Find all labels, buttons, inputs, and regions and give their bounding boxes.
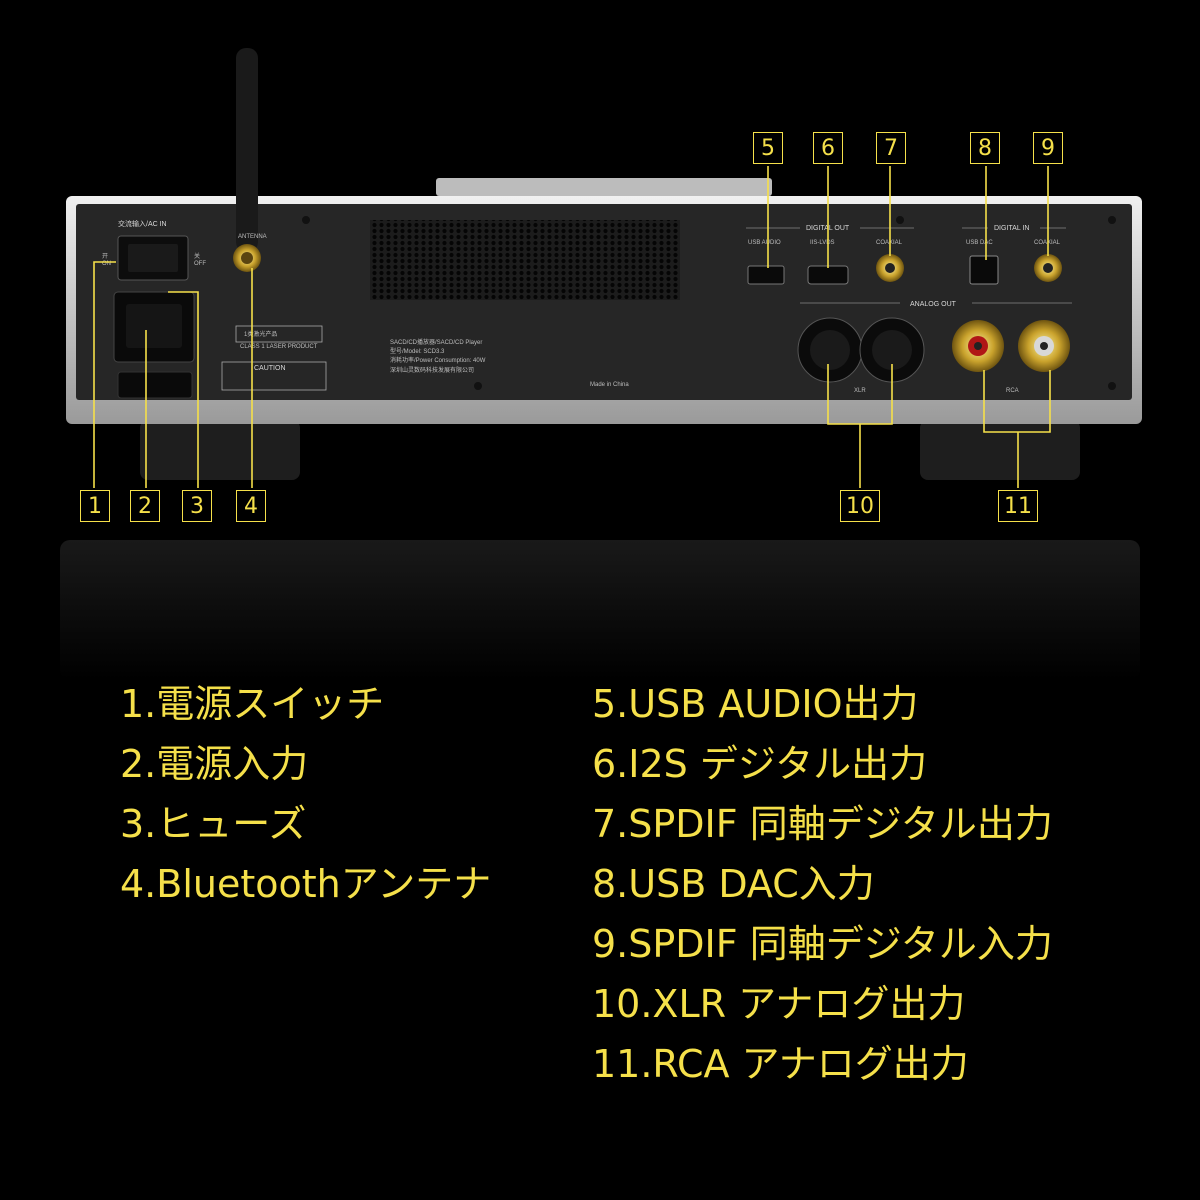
foot-left: [140, 420, 300, 480]
label-caution: CAUTION: [254, 365, 286, 372]
screw: [896, 216, 904, 224]
label-switch-off-en: OFF: [194, 261, 206, 267]
legend-item: 2.電源入力: [120, 742, 309, 786]
leader-lines: [93, 166, 1051, 488]
label-ac-in: 交流输入/AC IN: [118, 219, 167, 228]
label-usb-dac: USB DAC: [966, 240, 993, 246]
callout-11: 11: [998, 490, 1038, 522]
legend-item: 9.SPDIF 同軸デジタル入力: [592, 922, 1053, 966]
callout-5: 5: [753, 132, 783, 164]
label-maker: 深圳山灵数码科技发展有限公司: [390, 366, 474, 374]
callout-2: 2: [130, 490, 160, 522]
foot-right: [920, 420, 1080, 480]
screw: [1108, 216, 1116, 224]
label-made-in: Made in China: [590, 382, 629, 388]
callout-1: 1: [80, 490, 110, 522]
legend-item: 10.XLR アナログ出力: [592, 982, 966, 1026]
callout-6: 6: [813, 132, 843, 164]
label-iis-lvds: IIS-LVDS: [810, 240, 835, 246]
label-model-2: 型号/Model: SCD3.3: [390, 347, 445, 355]
legend-item: 6.I2S デジタル出力: [592, 742, 928, 786]
usb-dac-port: [969, 255, 999, 285]
label-model-3: 消耗功率/Power Consumption: 40W: [390, 356, 486, 364]
callout-9: 9: [1033, 132, 1063, 164]
label-model-1: SACD/CD播放器/SACD/CD Player: [390, 338, 482, 346]
legend-item: 7.SPDIF 同軸デジタル出力: [592, 802, 1053, 846]
legend-right: 5.USB AUDIO出力 6.I2S デジタル出力 7.SPDIF 同軸デジタ…: [592, 674, 1053, 1094]
label-usb-audio: USB AUDIO: [748, 240, 781, 246]
legend-item: 3.ヒューズ: [120, 802, 307, 846]
legend-item: 4.Bluetoothアンテナ: [120, 862, 492, 906]
legend-item: 1.電源スイッチ: [120, 682, 385, 726]
callout-8: 8: [970, 132, 1000, 164]
legend-left: 1.電源スイッチ 2.電源入力 3.ヒューズ 4.Bluetoothアンテナ: [120, 674, 491, 914]
vent-grille: [370, 220, 680, 300]
label-antenna: ANTENNA: [238, 234, 267, 240]
label-switch-off: 关: [194, 252, 200, 260]
hdmi-port: [807, 265, 849, 285]
label-switch-on: 开: [102, 253, 108, 260]
callout-10: 10: [840, 490, 880, 522]
top-handle: [436, 178, 772, 196]
label-analog-out: ANALOG OUT: [910, 301, 957, 308]
screw: [1108, 382, 1116, 390]
label-rca: RCA: [1006, 388, 1019, 394]
callout-4: 4: [236, 490, 266, 522]
label-laser-en: CLASS 1 LASER PRODUCT: [240, 344, 318, 350]
label-laser-cn: 1类激光产品: [244, 330, 277, 338]
legend-item: 11.RCA アナログ出力: [592, 1042, 969, 1086]
callout-7: 7: [876, 132, 906, 164]
label-digital-in: DIGITAL IN: [994, 225, 1029, 232]
floor-reflection: [60, 540, 1140, 680]
antenna: [236, 48, 258, 252]
screw: [474, 382, 482, 390]
callout-3: 3: [182, 490, 212, 522]
label-xlr: XLR: [854, 388, 866, 394]
legend-item: 8.USB DAC入力: [592, 862, 875, 906]
usb-audio-port: [747, 265, 785, 285]
legend-item: 5.USB AUDIO出力: [592, 682, 919, 726]
screw: [302, 216, 310, 224]
label-switch-on-en: ON: [102, 261, 111, 267]
